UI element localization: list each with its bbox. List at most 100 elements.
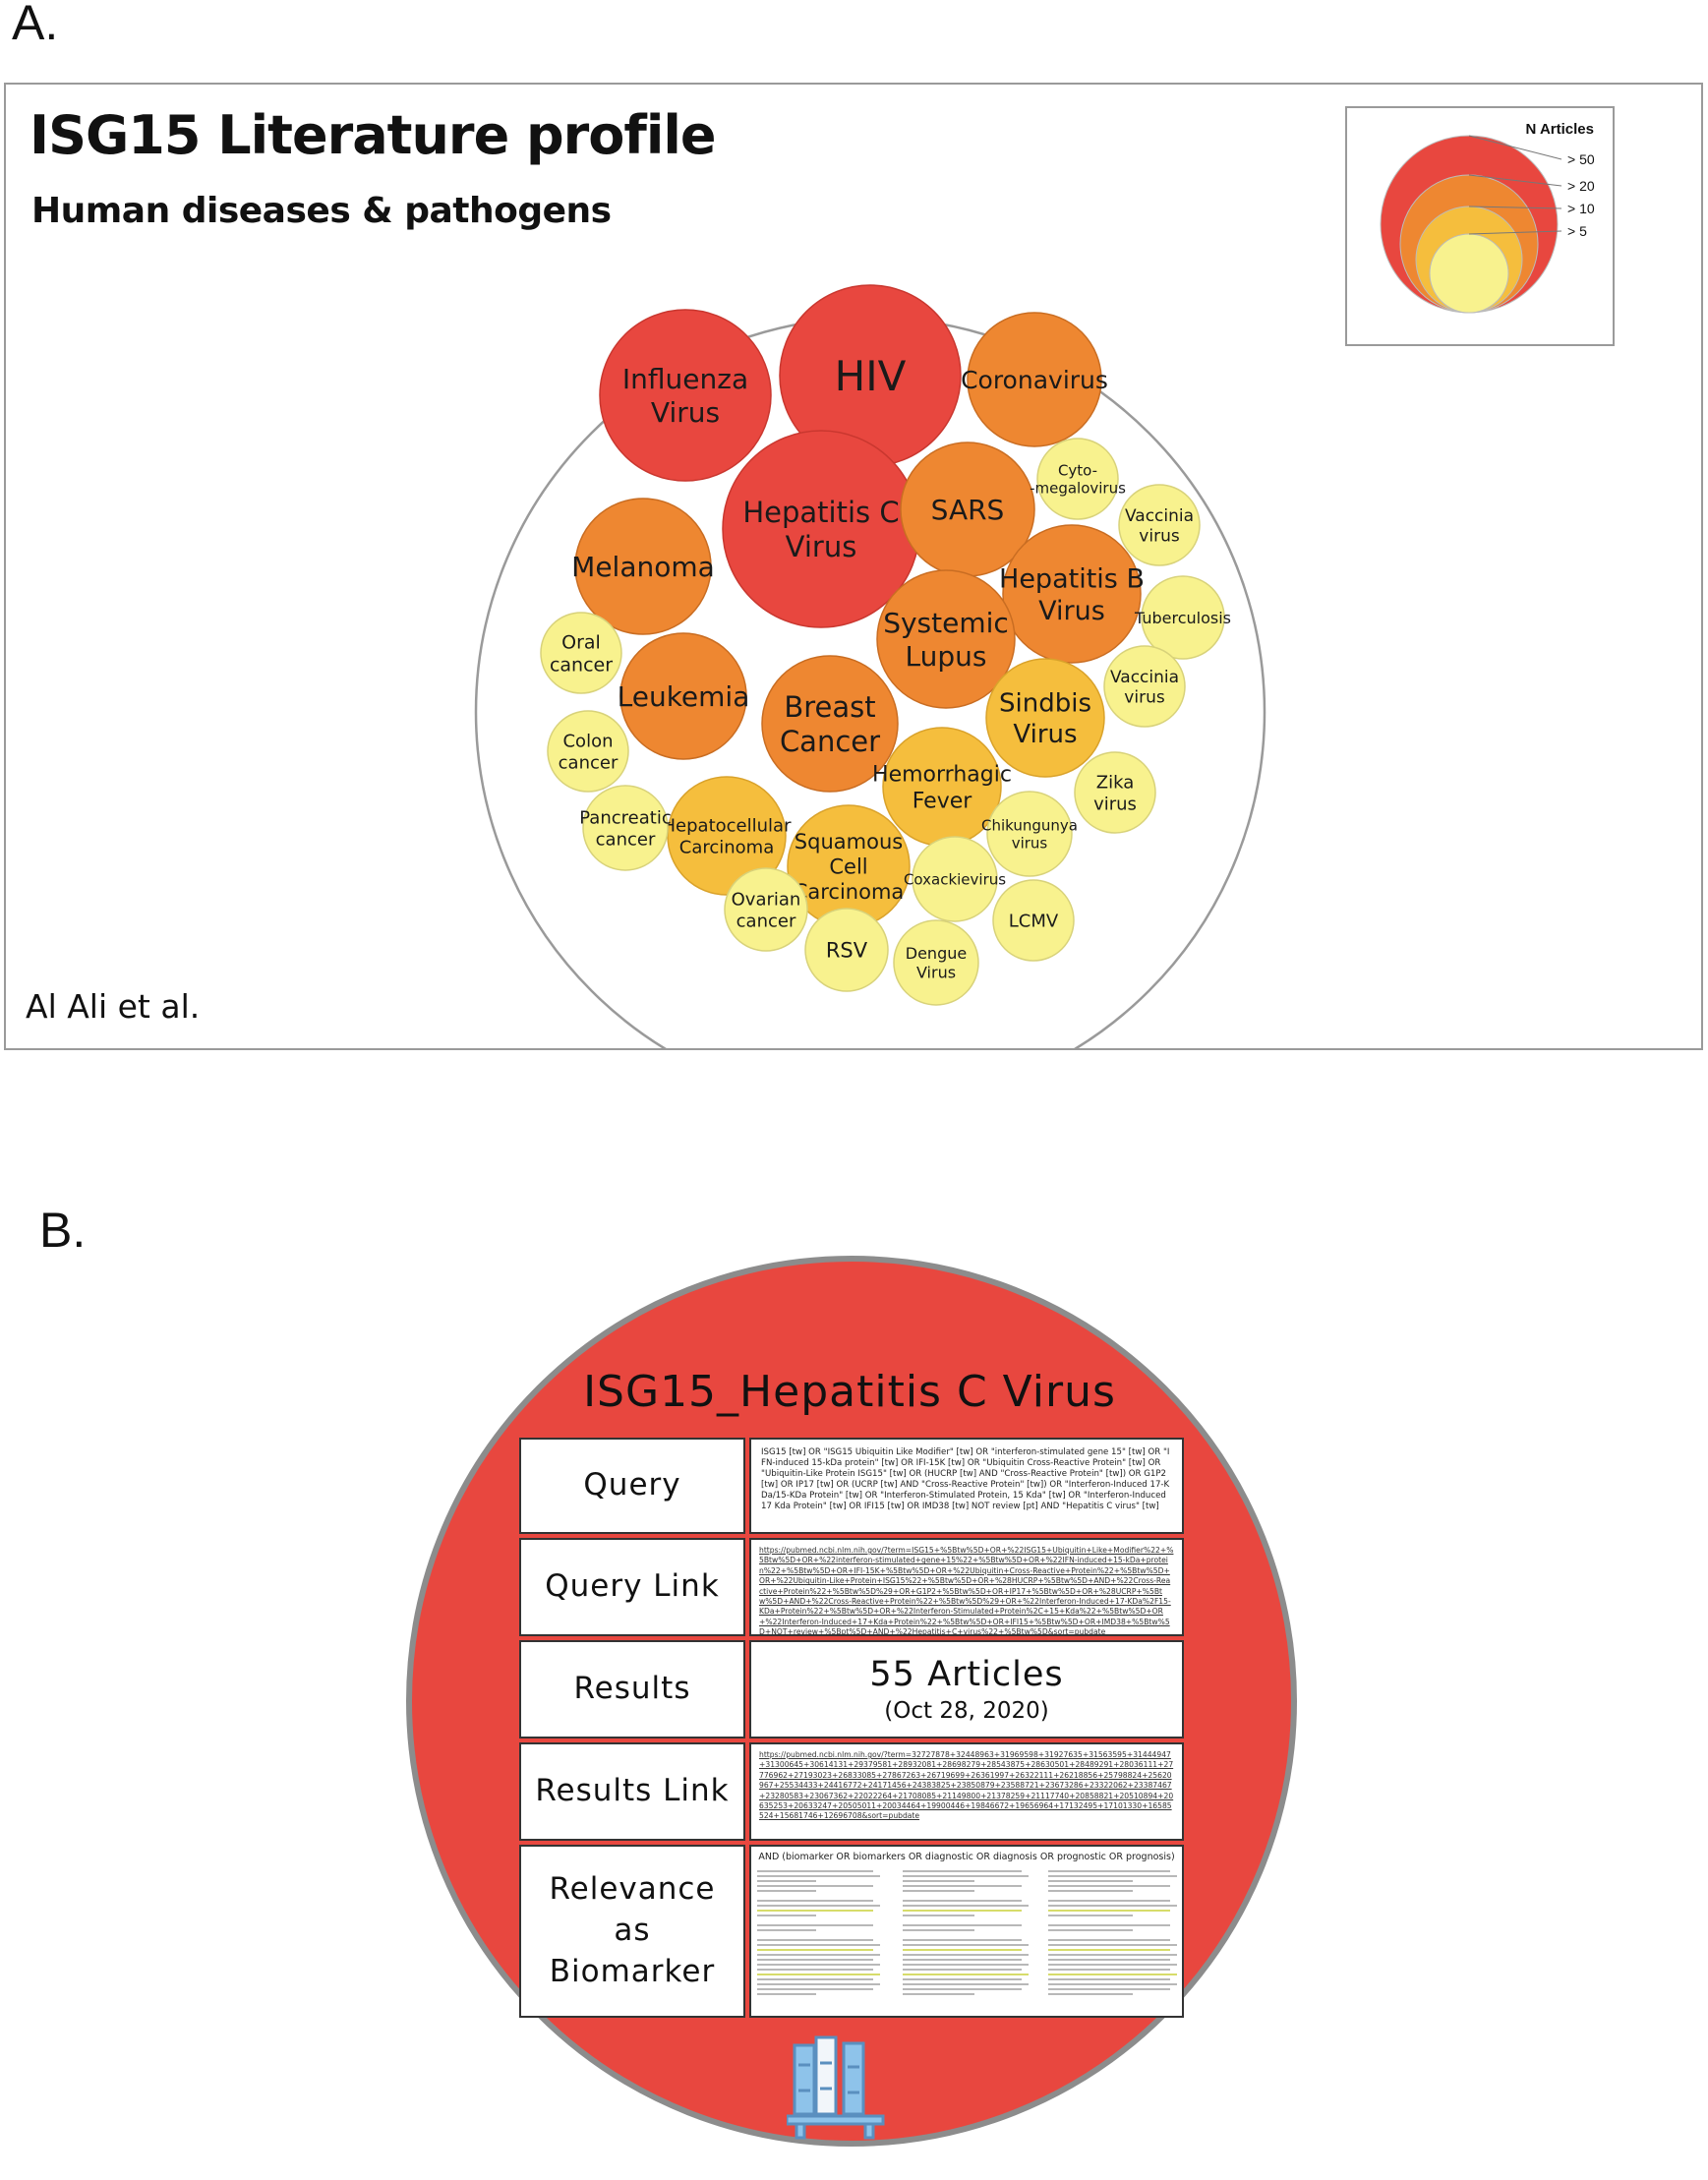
bubble-label-hepatitis-c-virus: Virus [786,530,857,563]
results-value: 55 Articles (Oct 28, 2020) [749,1640,1184,1738]
bubble-label-hepatitis-b-virus: Hepatitis B [999,563,1145,594]
bubble-label-dengue-virus: Dengue [906,944,967,963]
thumbnail-text-line [1048,1988,1170,1990]
thumbnail-text-line [903,1905,1029,1907]
relevance-row: Relevance as Biomarker AND (biomarker OR… [519,1845,1184,2018]
thumbnail-text-line [757,1988,873,1990]
panel-a-subtitle: Human diseases & pathogens [31,191,612,231]
bubble-label-leukemia: Leukemia [618,680,750,713]
thumbnail-text-line [757,1939,873,1941]
bubble-label-pancreatic-cancer: cancer [596,829,656,850]
legend-title: N Articles [1526,121,1594,138]
bubble-systemic-lupus [876,569,1016,709]
thumbnail-text-line [1048,1939,1170,1941]
bubble-label-dengue-virus: Virus [916,964,956,982]
bubble-coxackievirus [912,836,998,922]
thumbnail-text-line [757,1944,880,1946]
thumbnail-text-line [757,1983,880,1985]
thumbnail-text-line [757,1870,873,1872]
topic-card-title: ISG15_Hepatitis C Virus [583,1367,1116,1417]
bubble-ovarian-cancer [724,867,808,952]
bubble-label-coronavirus: Coronavirus [961,366,1108,394]
bubble-tuberculosis [1141,575,1225,660]
bubble-hepatitis-b-virus [1002,524,1142,664]
bubble-oral-cancer [540,612,622,694]
thumbnail-text-line [757,1900,873,1902]
thumbnail-text-line [757,1974,880,1975]
thumbnail-text-line [1048,1983,1177,1985]
thumbnail-text-line [1048,1969,1170,1971]
thumbnail-text-line [903,1954,1029,1956]
article-thumbnail [903,1868,1034,2006]
thumbnail-text-line [903,1959,1022,1961]
thumbnail-text-line [757,1924,873,1926]
bubble-cytomegalovirus [1036,438,1119,520]
bubble-label-sindbis-virus: Virus [1013,720,1077,749]
bubble-label-hepatitis-c-virus: Hepatitis C [742,496,899,529]
bubble-chikungunya-virus [986,791,1073,877]
thumbnail-text-line [903,1870,1022,1872]
thumbnail-text-line [903,1910,1022,1912]
thumbnail-text-line [903,1875,1029,1877]
thumbnail-text-line [1048,1974,1177,1975]
bubble-zika-virus [1074,751,1156,834]
bubble-pancreatic-cancer [582,785,669,871]
thumbnail-text-line [1048,1870,1170,1872]
bubble-label-zika-virus: Zika [1096,773,1134,794]
results-link[interactable]: https://pubmed.ncbi.nlm.nih.gov/?term=32… [759,1750,1174,1821]
thumbnail-text-line [1048,1880,1133,1882]
thumbnail-text-line [757,1964,880,1966]
thumbnail-text-line [903,1964,1029,1966]
bubble-label-rsv: RSV [826,939,868,963]
bubble-dengue-virus [893,919,979,1006]
results-count: 55 Articles [869,1655,1064,1694]
query-link-row: Query Link https://pubmed.ncbi.nlm.nih.g… [519,1538,1184,1636]
bubble-breast-cancer [761,655,899,793]
bubble-label-hemorrhagic-fever: Hemorrhagic [872,763,1012,788]
thumbnail-text-line [903,1929,974,1931]
thumbnail-text-line [903,1993,974,1995]
bubble-label-tuberculosis: Tuberculosis [1134,609,1231,627]
thumbnail-text-line [903,1988,1022,1990]
bubble-label-sindbis-virus: Sindbis [999,689,1091,719]
thumbnail-text-line [757,1910,873,1912]
thumbnail-text-line [757,1929,816,1931]
results-row: Results 55 Articles (Oct 28, 2020) [519,1640,1184,1738]
thumbnail-text-line [1048,1993,1133,1995]
thumbnail-text-line [903,1885,1022,1887]
query-link[interactable]: https://pubmed.ncbi.nlm.nih.gov/?term=IS… [759,1546,1174,1636]
bubble-label-sars: SARS [931,494,1005,526]
bubble-label-chikungunya-virus: virus [1012,835,1048,853]
legend-leader-line [1468,174,1562,187]
bubble-coronavirus [967,312,1102,447]
bubble-leukemia [619,632,747,760]
bubble-label-pancreatic-cancer: Pancreatic [579,808,671,829]
bubble-melanoma [574,498,712,635]
relevance-label: Relevance as Biomarker [519,1845,745,2018]
bubble-label-squamous-cell-carcinoma: Cell [829,855,867,879]
bubble-label-colon-cancer: Colon [562,732,613,752]
bubble-label-ovarian-cancer: cancer [736,911,796,931]
thumbnail-text-line [1048,1964,1177,1966]
thumbnail-text-line [1048,1949,1170,1951]
thumbnail-text-line [903,1978,1022,1980]
legend-label: > 50 [1567,151,1595,167]
results-date: (Oct 28, 2020) [884,1698,1049,1724]
query-value: ISG15 [tw] OR "ISG15 Ubiquitin Like Modi… [749,1438,1184,1534]
bubble-label-chikungunya-virus: Chikungunya [981,816,1078,834]
thumbnail-text-line [1048,1905,1177,1907]
legend-items: > 50> 20> 10> 5 [1380,135,1595,314]
size-legend: N Articles > 50> 20> 10> 5 [1345,106,1615,346]
bubble-label-vaccinia-virus-lower: virus [1124,687,1165,707]
bubble-label-lcmv: LCMV [1009,911,1059,931]
thumbnail-text-line [903,1915,974,1916]
bubble-label-hepatocellular-carcinoma: Carcinoma [679,837,775,857]
legend-leader-line [1468,135,1562,160]
bubble-label-hepatitis-b-virus: Virus [1038,596,1105,626]
thumbnail-text-line [903,1924,1022,1926]
bubble-label-coxackievirus: Coxackievirus [904,870,1006,888]
thumbnail-text-line [1048,1900,1170,1902]
thumbnail-text-line [757,1954,880,1956]
thumbnail-text-line [1048,1910,1170,1912]
